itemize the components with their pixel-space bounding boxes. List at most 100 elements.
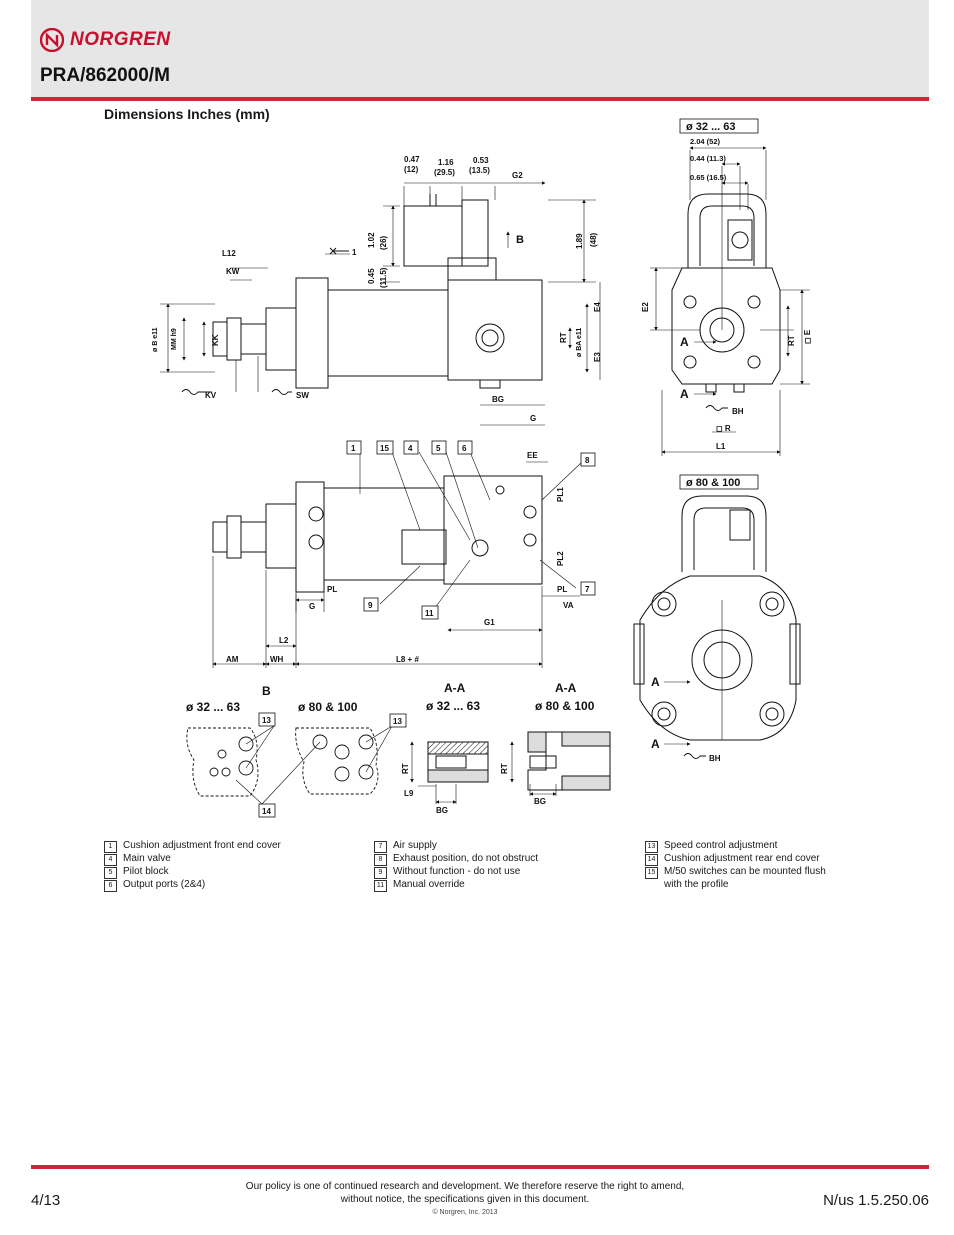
dim-ba-e11: ø BA e11 xyxy=(576,328,583,357)
dim-189-mm: (48) xyxy=(589,232,598,247)
view-b-leaders xyxy=(235,725,393,805)
footer-policy: Our policy is one of continued research … xyxy=(200,1180,730,1219)
end-view-small-label: ø 32 ... 63 xyxy=(686,121,736,133)
footer-divider xyxy=(31,1165,929,1169)
dim-e4: E4 xyxy=(593,302,602,312)
dim-g-top: G xyxy=(309,602,315,611)
view-b-right xyxy=(295,727,379,795)
legend-number: 11 xyxy=(374,880,387,892)
dim-045-mm: (11.5) xyxy=(379,267,388,288)
dim-b-e11: ø B e11 xyxy=(152,327,159,352)
section-title: Dimensions Inches (mm) xyxy=(104,106,270,122)
legend-number: 1 xyxy=(104,841,117,853)
legend-number: 8 xyxy=(374,854,387,866)
dim-bh-large: BH xyxy=(709,754,721,763)
wrench-icon xyxy=(181,389,212,395)
wrench-icon xyxy=(271,389,292,395)
callout-1-side: 1 xyxy=(352,248,357,257)
dim-kk: KK xyxy=(211,334,220,346)
legend-text: Exhaust position, do not obstruct xyxy=(393,853,539,864)
legend-text: Air supply xyxy=(393,840,437,851)
dim-bg-aa-small: BG xyxy=(436,806,448,815)
dim-047: 0.47 xyxy=(404,155,420,164)
policy-line-1: Our policy is one of continued research … xyxy=(245,1181,685,1192)
callout-11: 11 xyxy=(425,609,434,618)
dim-bh-small: BH xyxy=(732,407,744,416)
legend-number: 13 xyxy=(645,841,658,853)
legend-text: Pilot block xyxy=(123,866,169,877)
legend-item: 7 Air supply xyxy=(374,840,538,853)
dim-l9: L9 xyxy=(404,789,414,798)
section-mark-a-bottom: A xyxy=(680,387,689,401)
dim-053: 0.53 xyxy=(473,156,489,165)
dim-e3: E3 xyxy=(593,352,602,362)
dim-bg-side: BG xyxy=(492,395,504,404)
legend-number: 7 xyxy=(374,841,387,853)
dim-va: VA xyxy=(563,601,574,610)
dim-am: AM xyxy=(226,655,239,664)
callout-4: 4 xyxy=(408,444,413,453)
wrench-icon xyxy=(705,405,728,411)
document-title: PRA/862000/M xyxy=(40,65,170,86)
legend-text: Speed control adjustment xyxy=(664,840,778,851)
legend-item: 11 Manual override xyxy=(374,879,538,892)
wrench-icon xyxy=(683,753,706,759)
top-view-callouts xyxy=(346,440,596,620)
dim-pl2: PL2 xyxy=(556,551,565,566)
end-view-large-dimensions xyxy=(664,600,723,746)
dim-kv: KV xyxy=(205,391,217,400)
legend-number: 15 xyxy=(645,867,658,879)
dim-044: 0.44 (11.3) xyxy=(690,154,726,163)
dim-sw: SW xyxy=(296,391,309,400)
page-header xyxy=(31,0,929,97)
view-b-arrow-label: B xyxy=(516,234,524,246)
norgren-logo: NORGREN xyxy=(40,28,171,52)
brand-name: NORGREN xyxy=(70,29,171,50)
dim-l8: L8 + # xyxy=(396,655,419,664)
callout-14: 14 xyxy=(262,807,271,816)
dim-g1: G1 xyxy=(484,618,495,627)
dim-189: 1.89 xyxy=(575,233,584,249)
callout-9: 9 xyxy=(368,601,373,610)
dim-l1: L1 xyxy=(716,442,726,451)
dim-mm-h9: MM h9 xyxy=(171,328,178,350)
legend-text: Manual override xyxy=(393,879,465,890)
dim-204: 2.04 (52) xyxy=(690,137,721,146)
dim-rt-aa-large: RT xyxy=(500,763,509,774)
legend-number: 5 xyxy=(104,867,117,879)
header-divider xyxy=(31,97,929,101)
page-number: 4/13 xyxy=(31,1192,61,1209)
dim-pl-right: PL xyxy=(557,585,567,594)
view-b-title: B xyxy=(262,684,271,698)
norgren-emblem-icon xyxy=(40,28,64,52)
section-mark-a-large-bottom: A xyxy=(651,737,660,751)
dim-wh: WH xyxy=(270,655,284,664)
section-aa-large-title: A-A xyxy=(555,681,577,695)
section-aa-large-dimensions xyxy=(510,741,557,796)
wrench-icon xyxy=(329,247,349,255)
dim-pl-left: PL xyxy=(327,585,337,594)
legend-text: Cushion adjustment rear end cover xyxy=(664,853,820,864)
section-aa-large-label: ø 80 & 100 xyxy=(535,699,595,713)
dim-kw: KW xyxy=(226,267,240,276)
dim-116-mm: (29.5) xyxy=(434,168,455,177)
callout-1: 1 xyxy=(351,444,356,453)
dim-102: 1.02 xyxy=(367,232,376,248)
document-code: N/us 1.5.250.06 xyxy=(823,1192,929,1209)
section-aa-small-label: ø 32 ... 63 xyxy=(426,699,480,713)
view-b-left-label: ø 32 ... 63 xyxy=(186,700,240,714)
legend-text: Main valve xyxy=(123,853,171,864)
legend-number: 6 xyxy=(104,880,117,892)
end-view-large xyxy=(633,495,801,741)
technical-drawing: 0.47 (12) 1.16 (29.5) 0.53 (13.5) G2 1.0… xyxy=(152,118,812,818)
callout-5: 5 xyxy=(436,444,441,453)
dim-e-square: ◻ E xyxy=(803,329,812,344)
section-mark-a-top: A xyxy=(680,335,689,349)
callout-13-left-box xyxy=(258,712,276,727)
end-view-small-dimensions xyxy=(650,146,810,456)
